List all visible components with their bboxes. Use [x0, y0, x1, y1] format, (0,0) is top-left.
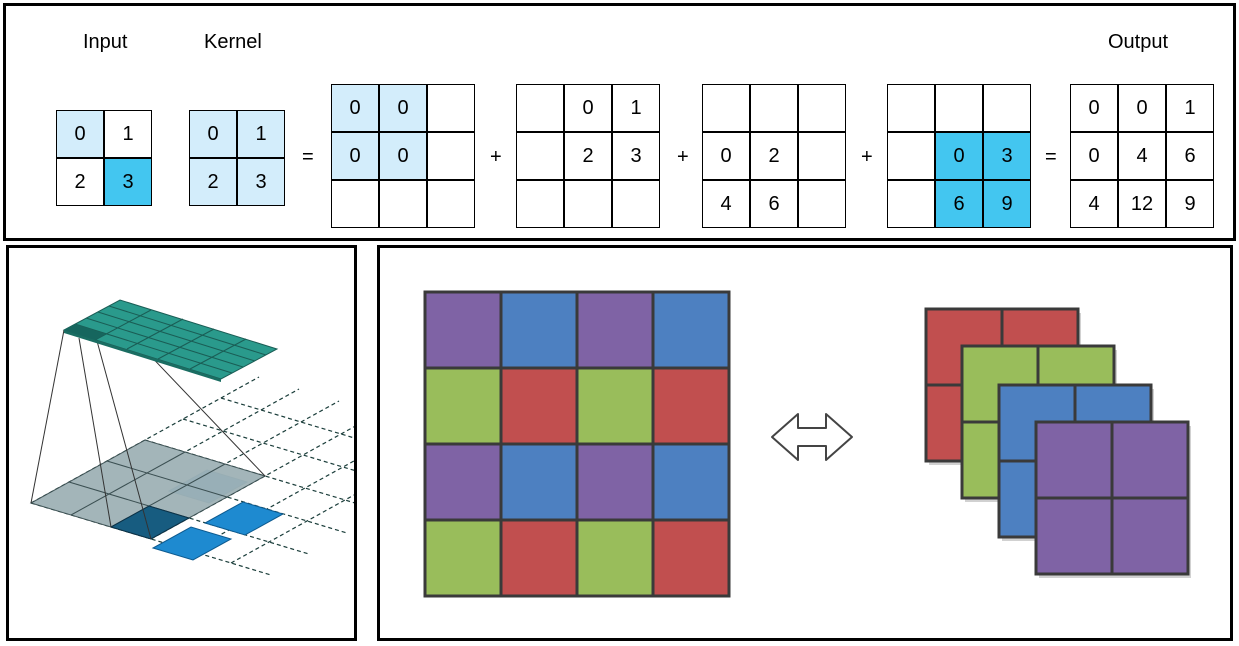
equals-sign: = — [1045, 146, 1057, 168]
kernel-matrix: 0 1 2 3 — [189, 110, 285, 206]
partial-cell — [799, 133, 845, 179]
partial-cell: 0 — [380, 133, 426, 179]
mosaic-cell-green — [423, 366, 503, 446]
active-cell — [109, 505, 191, 540]
partial-cell — [517, 85, 563, 131]
mosaic-cell-red — [499, 518, 579, 598]
mosaic-cell-purple — [575, 442, 655, 522]
plus-sign: + — [490, 146, 502, 168]
mosaic-cell-green — [423, 518, 503, 598]
kernel-label: Kernel — [204, 31, 262, 53]
partial-cell: 2 — [565, 133, 611, 179]
partial-cell — [888, 181, 934, 227]
partial-cell — [517, 181, 563, 227]
partial-cell — [332, 181, 378, 227]
partial-matrix-1: 0 0 0 0 — [331, 84, 475, 228]
partial-cell: 6 — [936, 181, 982, 227]
partial-cell — [380, 181, 426, 227]
kernel-cell: 1 — [238, 111, 284, 157]
mosaic-cell-green — [575, 366, 655, 446]
mosaic-cell-red — [499, 366, 579, 446]
output-cell: 6 — [1167, 133, 1213, 179]
partial-cell: 0 — [936, 133, 982, 179]
output-cell: 4 — [1071, 181, 1117, 227]
partial-cell — [751, 85, 797, 131]
kernel-cell: 0 — [190, 111, 236, 157]
partial-cell — [799, 181, 845, 227]
partial-cell — [888, 85, 934, 131]
output-cell: 9 — [1167, 181, 1213, 227]
output-cell: 1 — [1167, 85, 1213, 131]
input-pixel — [203, 501, 285, 536]
active-output-cell — [64, 324, 106, 340]
partial-cell: 0 — [332, 133, 378, 179]
color-plane-purple — [1034, 420, 1191, 578]
mosaic-cell-red — [651, 366, 731, 446]
partial-cell: 0 — [565, 85, 611, 131]
partial-cell: 3 — [613, 133, 659, 179]
partial-cell: 9 — [984, 181, 1030, 227]
partial-cell: 1 — [613, 85, 659, 131]
mosaic-cell-purple — [423, 290, 503, 370]
input-cell: 2 — [57, 159, 103, 205]
output-label: Output — [1108, 31, 1169, 53]
bayer-mosaic-panel — [377, 245, 1233, 641]
partial-cell — [703, 85, 749, 131]
partial-cell: 0 — [332, 85, 378, 131]
partial-cell — [428, 133, 474, 179]
plus-sign: + — [861, 146, 873, 168]
partial-cell — [799, 85, 845, 131]
mosaic-cell-purple — [575, 290, 655, 370]
mosaic-cell-green — [575, 518, 655, 598]
output-cell: 4 — [1119, 133, 1165, 179]
input-label: Input — [83, 31, 128, 53]
output-cell: 0 — [1119, 85, 1165, 131]
bayer-mosaic-illustration — [423, 290, 1191, 598]
kernel-cell: 3 — [238, 159, 284, 205]
input-cell: 3 — [105, 159, 151, 205]
mosaic-cell-purple — [423, 442, 503, 522]
partial-cell — [428, 85, 474, 131]
partial-matrix-2: 0 1 2 3 — [516, 84, 660, 228]
color-mosaic-grid — [423, 290, 731, 598]
partial-cell: 4 — [703, 181, 749, 227]
partial-matrix-3: 0 2 4 6 — [702, 84, 846, 228]
mosaic-cell-blue — [651, 442, 731, 522]
color-planes-stack — [924, 307, 1191, 578]
partial-cell — [517, 133, 563, 179]
mosaic-cell-blue — [499, 290, 579, 370]
output-cell: 0 — [1071, 85, 1117, 131]
partial-cell: 2 — [751, 133, 797, 179]
partial-cell: 3 — [984, 133, 1030, 179]
partial-cell — [984, 85, 1030, 131]
mosaic-cell-red — [651, 518, 731, 598]
equals-sign: = — [302, 146, 314, 168]
partial-cell — [936, 85, 982, 131]
kernel-cell: 2 — [190, 159, 236, 205]
input-pixel — [151, 526, 233, 561]
output-cell: 12 — [1119, 181, 1165, 227]
output-matrix: 0 0 1 0 4 6 4 12 9 — [1070, 84, 1214, 228]
double-arrow-icon — [771, 413, 853, 461]
partial-cell — [888, 133, 934, 179]
partial-cell: 0 — [380, 85, 426, 131]
partial-cell: 0 — [703, 133, 749, 179]
input-cell: 1 — [105, 111, 151, 157]
partial-cell — [613, 181, 659, 227]
output-grid — [62, 299, 279, 382]
transposed-conv-3d-illustration — [29, 299, 354, 576]
input-matrix: 0 1 2 3 — [56, 110, 152, 206]
output-cell: 0 — [1071, 133, 1117, 179]
partial-cell — [428, 181, 474, 227]
mosaic-cell-blue — [499, 442, 579, 522]
mosaic-cell-blue — [651, 290, 731, 370]
plus-sign: + — [677, 146, 689, 168]
partial-cell: 6 — [751, 181, 797, 227]
partial-matrix-4: 0 3 6 9 — [887, 84, 1031, 228]
input-cell: 0 — [57, 111, 103, 157]
transposed-conv-3d-panel — [6, 245, 357, 641]
partial-cell — [565, 181, 611, 227]
